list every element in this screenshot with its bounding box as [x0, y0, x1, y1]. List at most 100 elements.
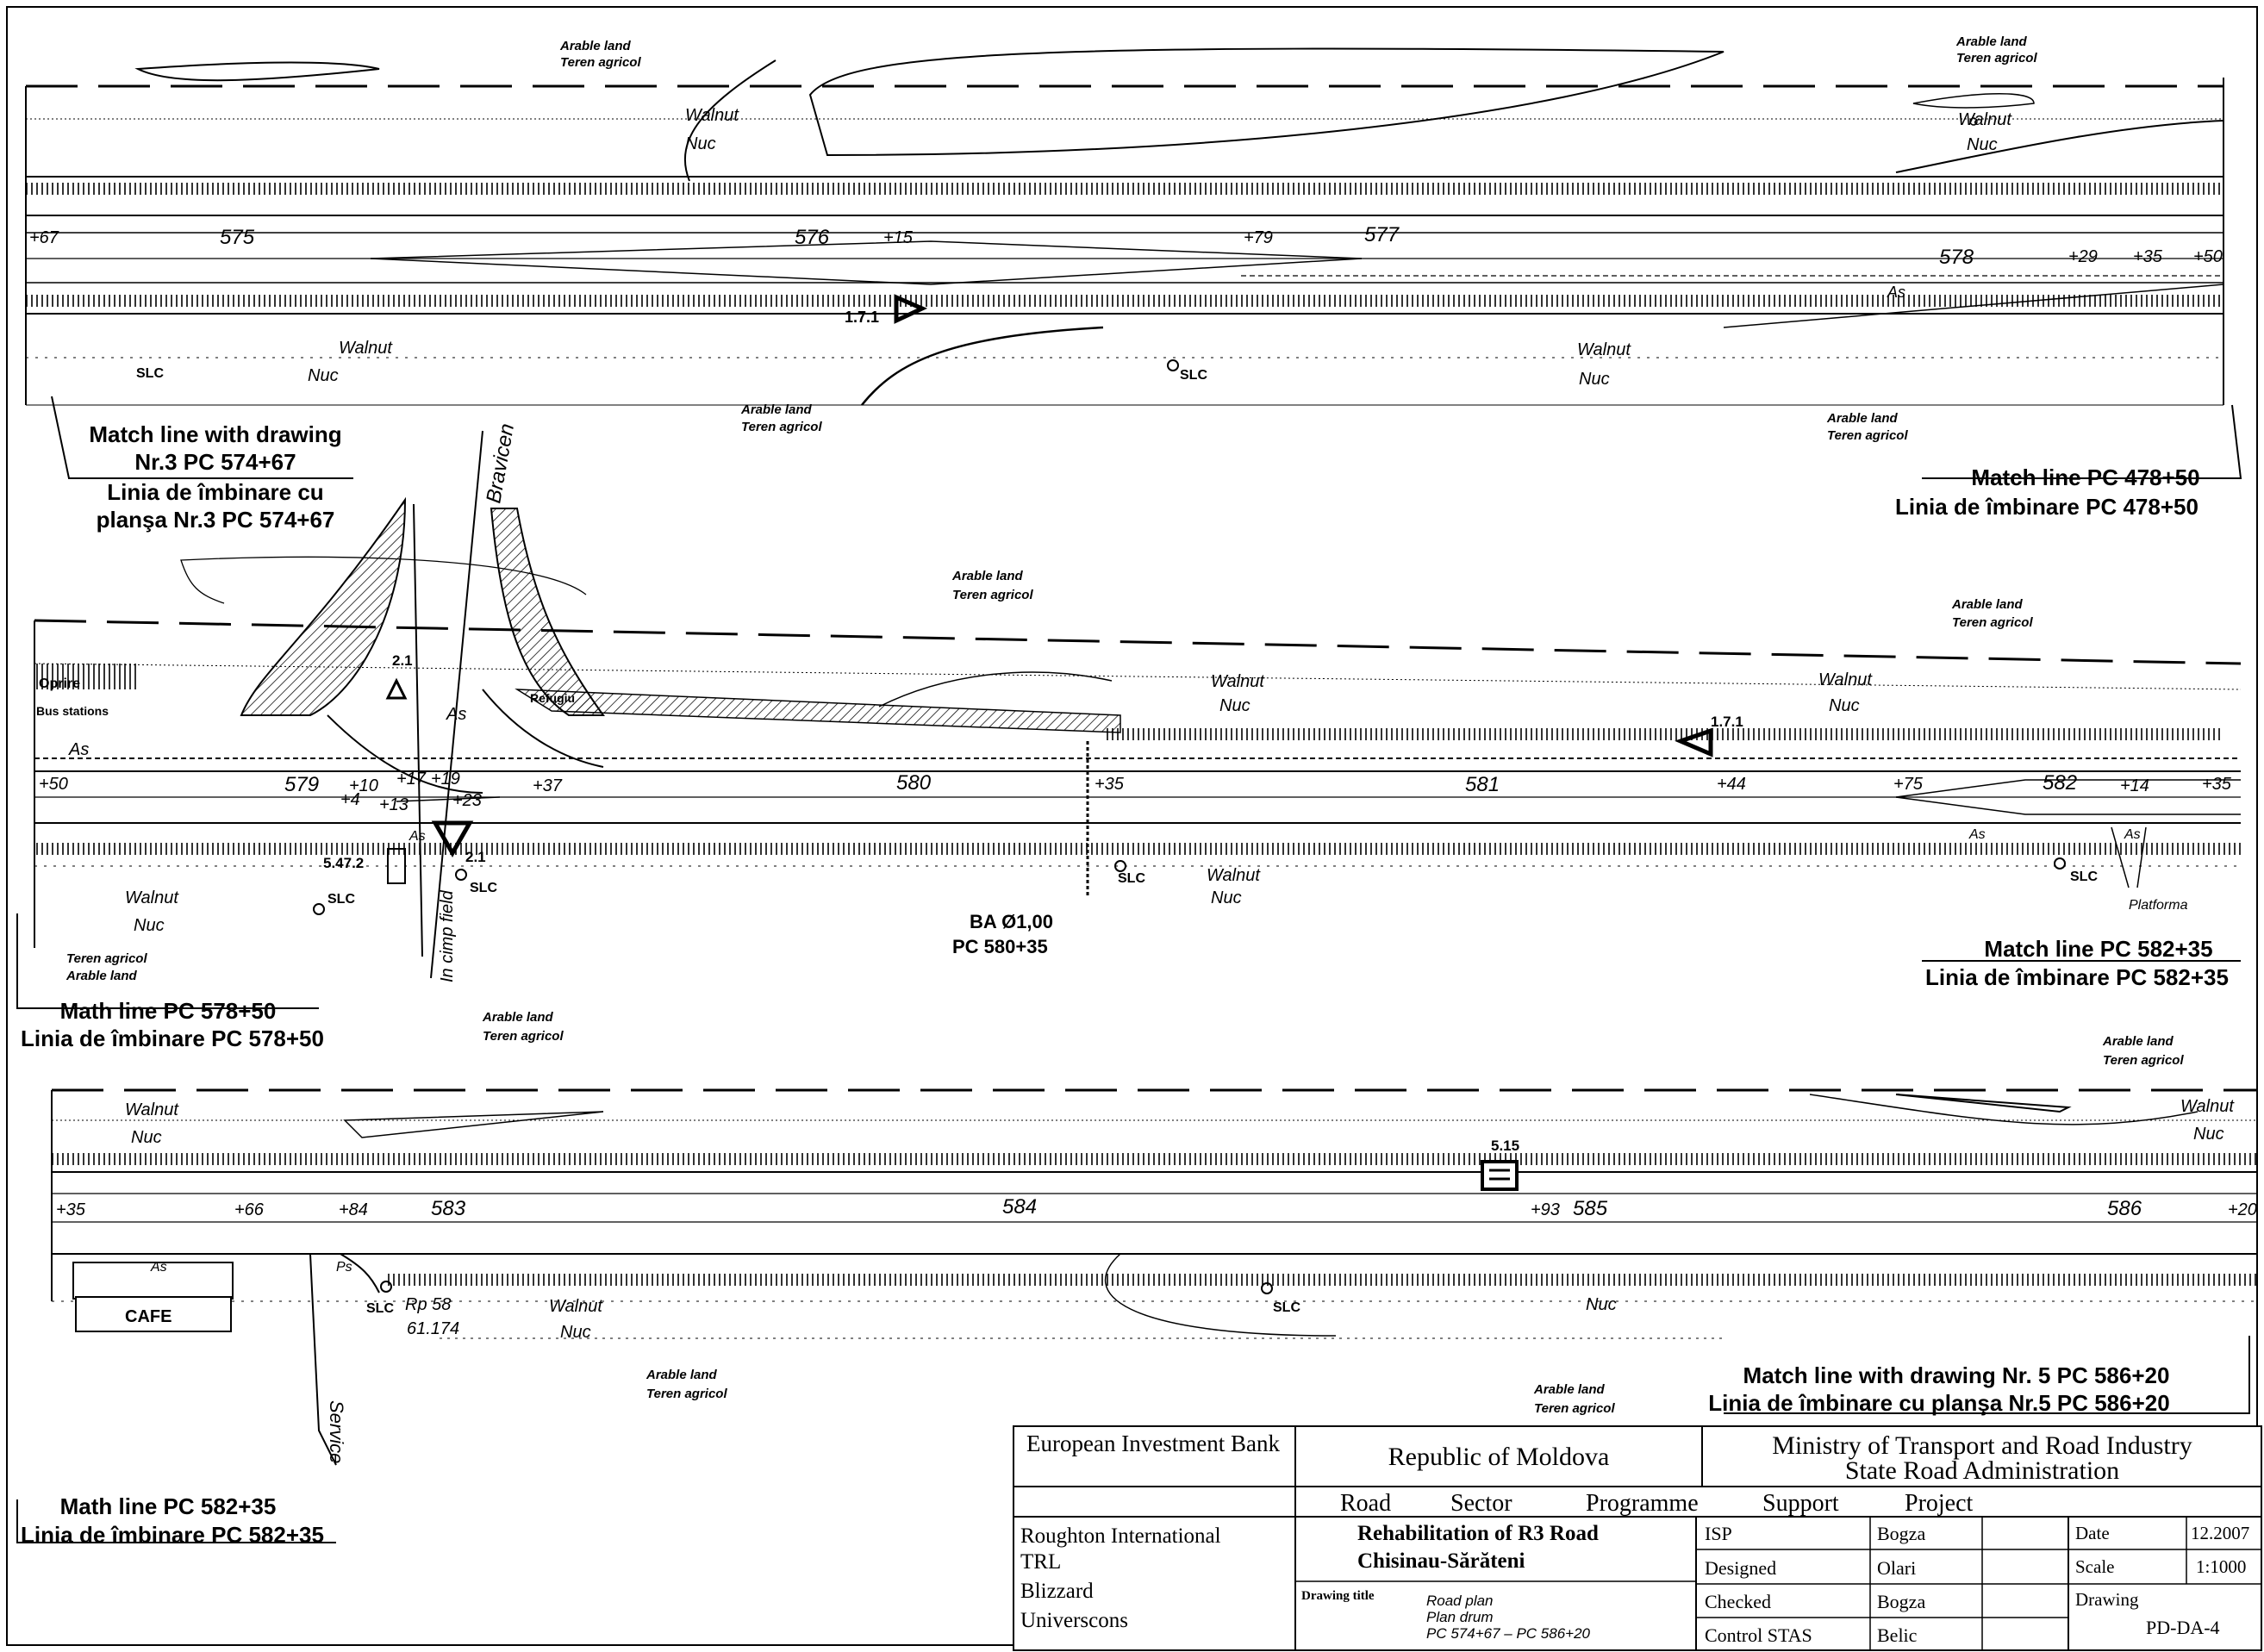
offset-label: +15	[883, 228, 914, 247]
offset-label: +66	[234, 1200, 265, 1219]
offset-label: +50	[2193, 247, 2223, 266]
feature-label: Nuc	[308, 366, 339, 385]
match-line-label: Linia de îmbinare PC 582+35	[21, 1522, 324, 1548]
match-line-label: Match line with drawing Nr. 5 PC 586+20	[1743, 1362, 2170, 1388]
land-label: Arable land	[482, 1010, 554, 1025]
role-name: Olari	[1877, 1557, 1916, 1579]
sign-label: 5.47.2	[323, 855, 364, 871]
km-label: 575	[220, 226, 255, 249]
country-label: Republic of Moldova	[1388, 1443, 1610, 1471]
land-label: Teren agricol	[952, 588, 1033, 602]
match-line-label: Match line PC 582+35	[1984, 936, 2212, 962]
role-name: Belic	[1877, 1624, 1918, 1646]
offset-label: +35	[56, 1200, 86, 1219]
feature-label: Nuc	[1829, 696, 1860, 715]
offset-label: +13	[379, 795, 409, 814]
feature-label: SLC	[327, 892, 355, 907]
feature-label: As	[446, 705, 466, 724]
match-line-label: Math line PC 582+35	[60, 1493, 277, 1519]
feature-label: As	[1968, 827, 1986, 842]
land-label: Arable land	[65, 969, 138, 983]
offset-label: +19	[431, 770, 460, 789]
drawing-title-label: Drawing title	[1301, 1589, 1375, 1603]
strip-3	[16, 1088, 2258, 1543]
project-title: Rehabilitation of R3 Road	[1357, 1522, 1599, 1545]
drawing-title-line: Plan drum	[1426, 1609, 1493, 1625]
drawing-label: Drawing	[2075, 1589, 2139, 1610]
date-label: Date	[2075, 1523, 2110, 1543]
programme-word: Road	[1340, 1490, 1391, 1517]
feature-label: Nuc	[2193, 1125, 2224, 1144]
land-label: Teren agricol	[2103, 1053, 2184, 1068]
land-label: Arable land	[646, 1368, 718, 1382]
feature-label: In cimp field	[438, 889, 457, 982]
km-label: 578	[1939, 246, 1974, 269]
land-label: Arable land	[559, 39, 632, 53]
land-label: Arable land	[1533, 1382, 1606, 1397]
feature-label: CAFE	[125, 1307, 172, 1326]
land-label: Arable land	[740, 402, 813, 417]
title-block	[1013, 1425, 2262, 1651]
feature-label: Platforma	[2129, 898, 2188, 913]
match-line-label: Match line PC 478+50	[1971, 464, 2199, 490]
km-label: 580	[896, 771, 932, 795]
role-name: Bogza	[1877, 1591, 1925, 1612]
programme-word: Project	[1905, 1490, 1974, 1517]
feature-label: SLC	[2070, 870, 2098, 884]
land-label: Teren agricol	[646, 1387, 727, 1401]
land-label: Arable land	[951, 569, 1024, 583]
offset-label: +44	[1717, 775, 1746, 794]
feature-label: Rp 58	[405, 1295, 451, 1314]
feature-label: BA Ø1,00	[970, 911, 1053, 932]
feature-label: Nuc	[1211, 888, 1242, 907]
drawing-title-line: Road plan	[1426, 1593, 1494, 1609]
offset-label: +35	[1095, 775, 1125, 794]
offset-label: +50	[39, 775, 68, 794]
feature-label: SLC	[1180, 368, 1207, 383]
km-label: 576	[795, 226, 830, 249]
offset-label: +84	[339, 1200, 368, 1219]
land-label: Teren agricol	[66, 951, 147, 966]
feature-label: Oprire	[39, 676, 80, 691]
km-label: 577	[1364, 223, 1400, 246]
feature-label: Bus stations	[36, 704, 109, 718]
ministry-label: Ministry of Transport and Road Industry	[1772, 1431, 2192, 1460]
feature-label: Refugiu	[530, 691, 575, 705]
consultant-label: Universcons	[1020, 1609, 1128, 1632]
strip-1	[25, 47, 2242, 479]
feature-label: Walnut	[1207, 866, 1261, 885]
sign-label: 2.1	[392, 652, 413, 669]
role-label: Designed	[1705, 1557, 1776, 1579]
land-label: Teren agricol	[741, 420, 822, 434]
land-label: Arable land	[1955, 34, 2028, 49]
feature-label: As	[68, 740, 89, 759]
match-line-label: Linia de îmbinare cu planşa Nr.5 PC 586+…	[1708, 1390, 2169, 1416]
offset-label: +4	[340, 790, 360, 809]
offset-label: +37	[533, 776, 563, 795]
feature-label: Nuc	[1579, 370, 1610, 389]
scale-label: Scale	[2075, 1556, 2114, 1577]
feature-label: Nuc	[685, 134, 716, 153]
strip-2	[16, 430, 2242, 1009]
offset-label: +14	[2120, 776, 2149, 795]
feature-label: Nuc	[134, 916, 165, 935]
feature-label: Ps	[336, 1260, 352, 1275]
land-label: Teren agricol	[1952, 615, 2033, 630]
sign-label: 5.15	[1491, 1138, 1519, 1154]
feature-label: As	[409, 829, 426, 844]
offset-label: +75	[1893, 775, 1924, 794]
offset-label: +10	[349, 776, 378, 795]
offset-label: +67	[29, 228, 59, 247]
feature-label: Nuc	[131, 1128, 162, 1147]
land-label: Teren agricol	[1534, 1401, 1615, 1416]
feature-label: PC 580+35	[952, 936, 1048, 957]
programme-word: Programme	[1586, 1490, 1699, 1517]
feature-label: Walnut	[339, 339, 393, 358]
offset-label: +17	[396, 770, 427, 789]
feature-label: SLC	[366, 1301, 394, 1316]
offset-label: +35	[2202, 775, 2232, 794]
administration-label: State Road Administration	[1845, 1456, 2119, 1485]
consultant-label: Blizzard	[1020, 1580, 1094, 1603]
role-label: Checked	[1705, 1591, 1771, 1612]
